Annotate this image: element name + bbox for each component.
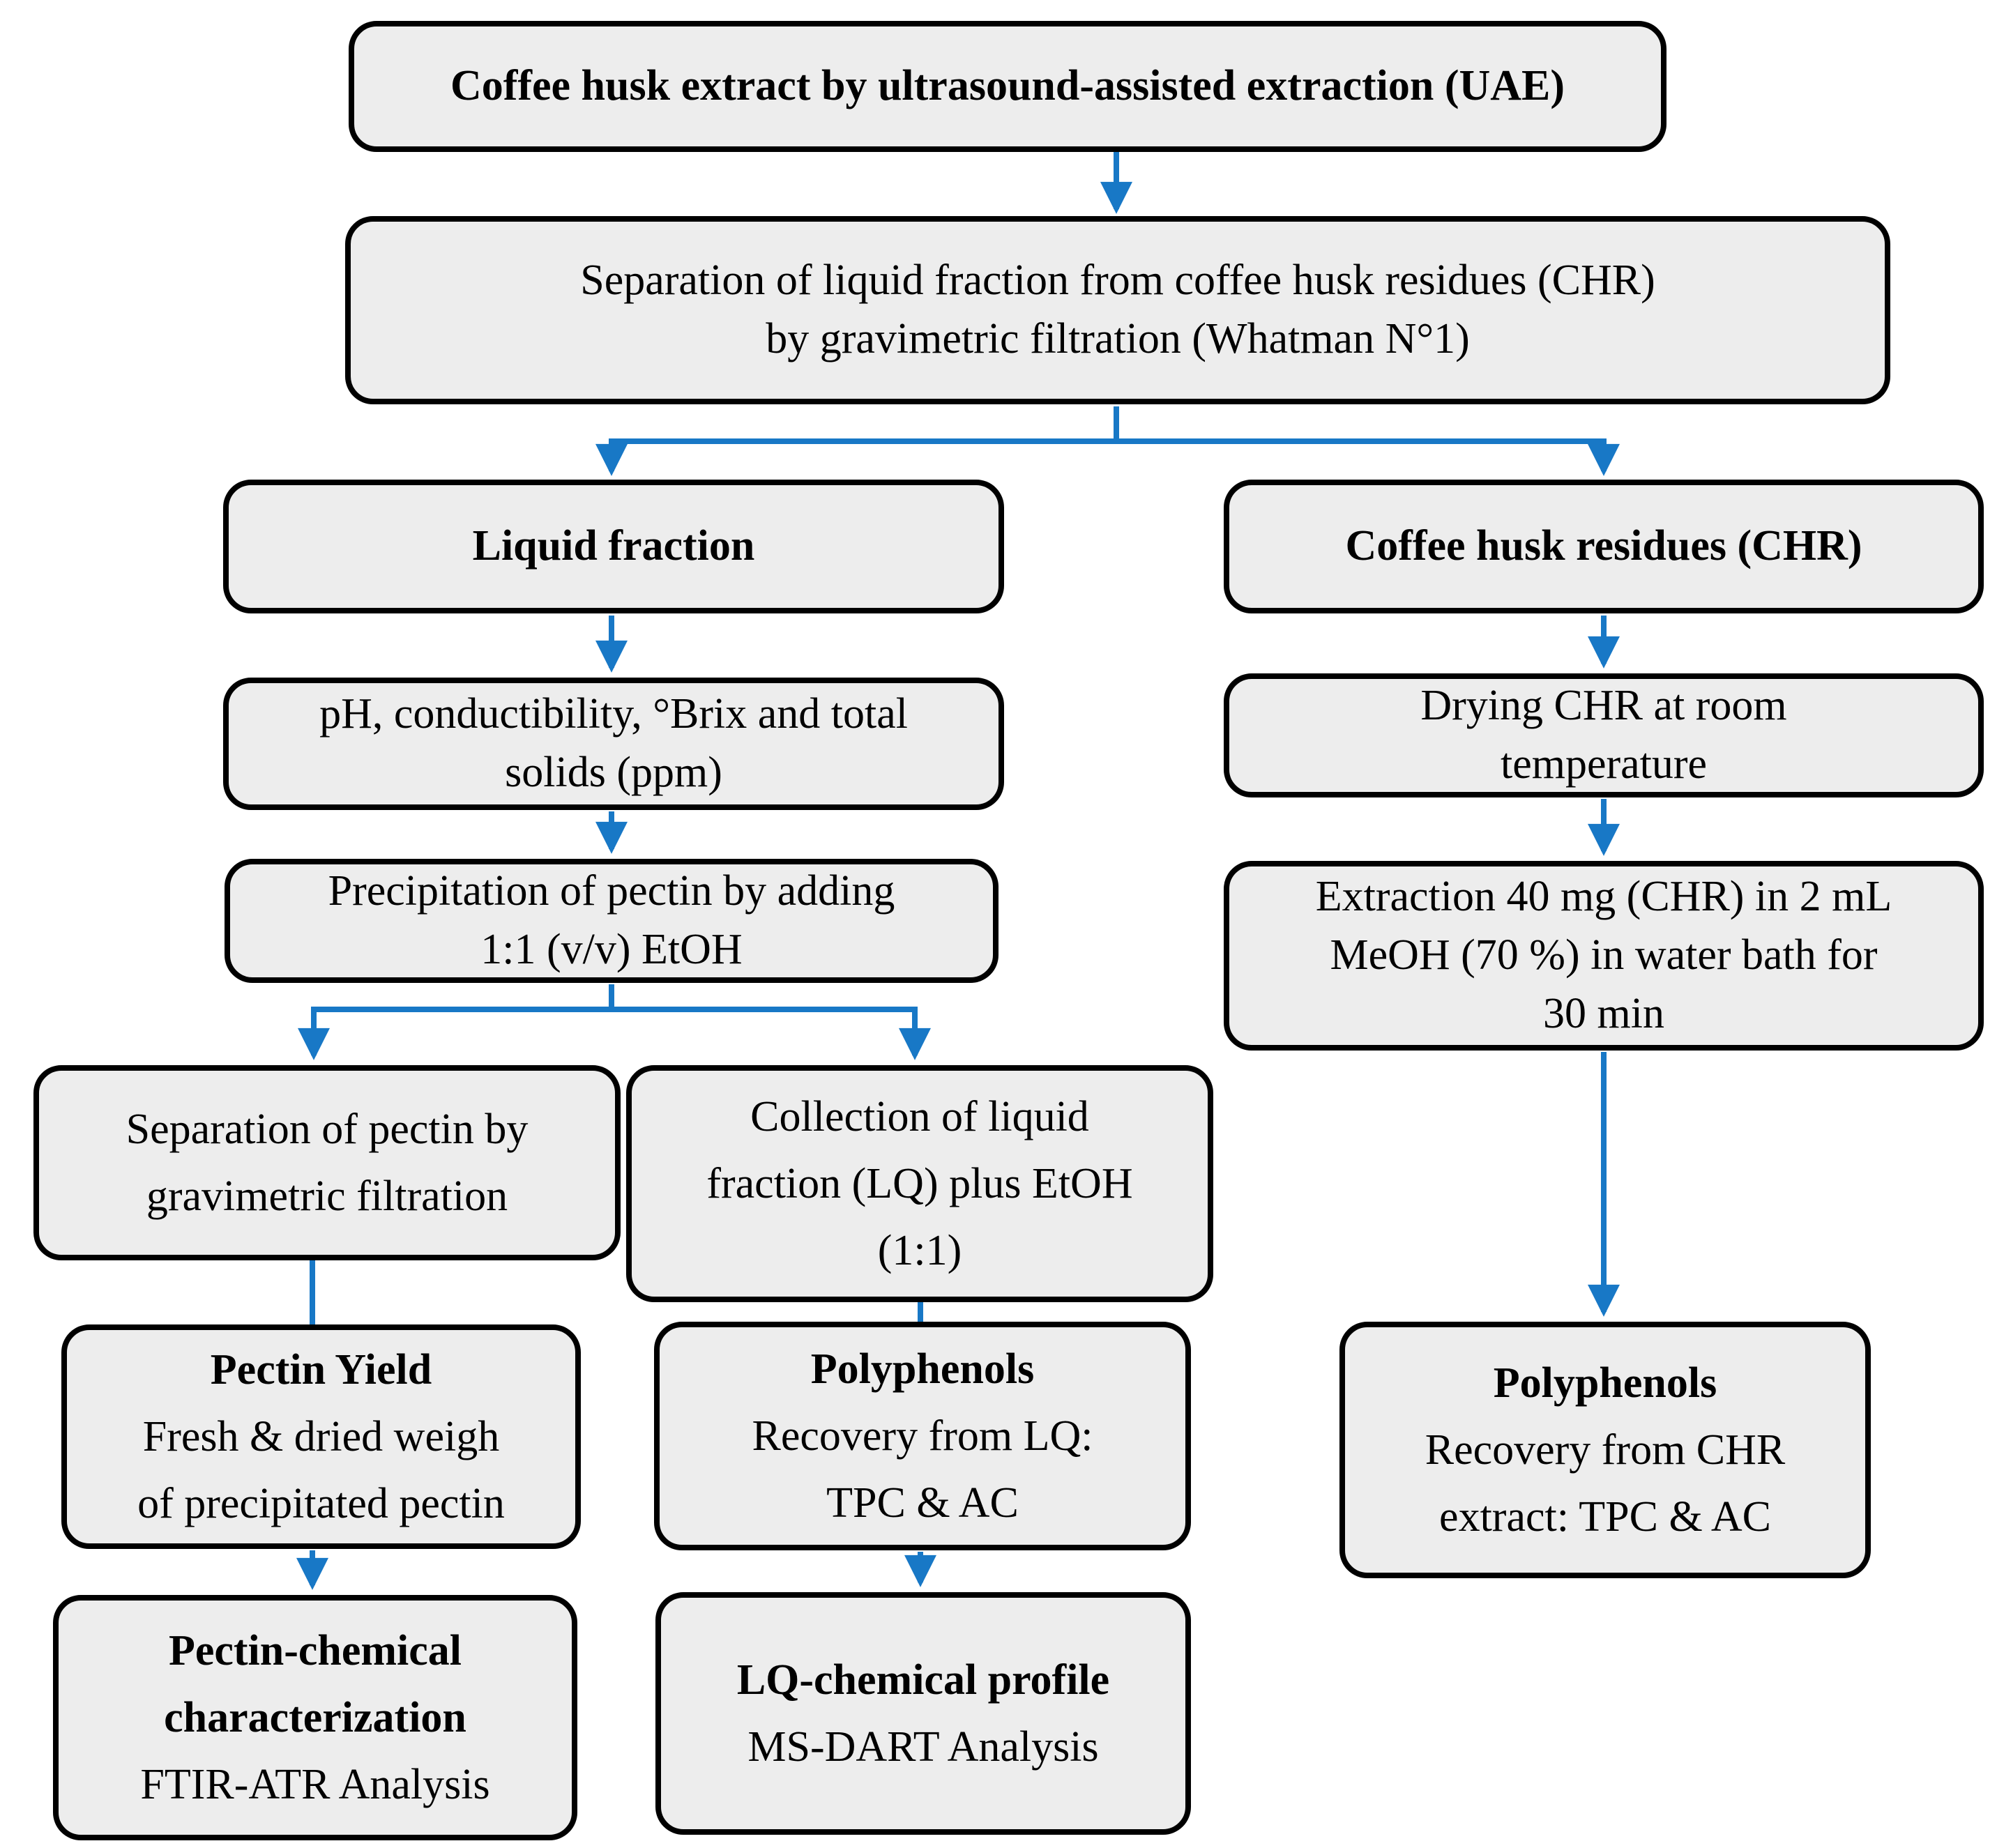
node-drying-chr-text: Drying CHR at room temperature: [1420, 682, 1787, 788]
node-lq-chemical-profile-title: LQ-chemical profile: [736, 1656, 1110, 1704]
node-pectin-chemical-text: FTIR-ATR Analysis: [140, 1761, 490, 1809]
node-polyphenols-lq-text: Recovery from LQ: TPC & AC: [752, 1412, 1093, 1527]
node-polyphenols-chr-text: Recovery from CHR extract: TPC & AC: [1425, 1426, 1786, 1541]
node-chr-title: Coffee husk residues (CHR): [1345, 522, 1862, 570]
node-lq-chemical-profile: LQ-chemical profile MS-DART Analysis: [655, 1592, 1191, 1835]
node-extraction-text: Extraction 40 mg (CHR) in 2 mL MeOH (70 …: [1315, 873, 1892, 1037]
node-ph-measurements-text: pH, conductibility, °Brix and total soli…: [319, 690, 908, 796]
node-extraction: Extraction 40 mg (CHR) in 2 mL MeOH (70 …: [1224, 861, 1984, 1051]
node-liquid-fraction-title: Liquid fraction: [472, 522, 755, 570]
node-collection-lq-text: Collection of liquid fraction (LQ) plus …: [706, 1092, 1133, 1275]
node-chr: Coffee husk residues (CHR): [1224, 480, 1984, 613]
node-liquid-fraction: Liquid fraction: [223, 480, 1004, 613]
node-separation-text: Separation of liquid fraction from coffe…: [580, 257, 1655, 362]
node-polyphenols-lq-title: Polyphenols: [810, 1345, 1035, 1393]
node-pectin-yield: Pectin Yield Fresh & dried weigh of prec…: [61, 1324, 581, 1549]
node-pectin-yield-text: Fresh & dried weigh of precipitated pect…: [137, 1412, 505, 1528]
node-uae: Coffee husk extract by ultrasound-assist…: [349, 21, 1666, 152]
node-lq-chemical-profile-text: MS-DART Analysis: [747, 1723, 1099, 1771]
node-separation: Separation of liquid fraction from coffe…: [345, 216, 1890, 404]
node-pectin-yield-title: Pectin Yield: [210, 1345, 432, 1393]
node-polyphenols-chr: Polyphenols Recovery from CHR extract: T…: [1339, 1322, 1871, 1578]
node-separation-pectin: Separation of pectin by gravimetric filt…: [33, 1065, 621, 1260]
node-drying-chr: Drying CHR at room temperature: [1224, 673, 1984, 797]
node-pectin-chemical-title: Pectin-chemical characterization: [164, 1626, 466, 1741]
node-collection-lq: Collection of liquid fraction (LQ) plus …: [626, 1065, 1213, 1302]
node-ph-measurements: pH, conductibility, °Brix and total soli…: [223, 678, 1004, 810]
node-precipitation: Precipitation of pectin by adding 1:1 (v…: [225, 859, 998, 983]
node-precipitation-text: Precipitation of pectin by adding 1:1 (v…: [328, 867, 895, 973]
node-polyphenols-lq: Polyphenols Recovery from LQ: TPC & AC: [654, 1322, 1191, 1550]
node-pectin-chemical: Pectin-chemical characterization FTIR-AT…: [53, 1595, 577, 1840]
node-polyphenols-chr-title: Polyphenols: [1493, 1359, 1717, 1407]
node-separation-pectin-text: Separation of pectin by gravimetric filt…: [126, 1105, 529, 1220]
node-uae-title: Coffee husk extract by ultrasound-assist…: [450, 62, 1565, 110]
